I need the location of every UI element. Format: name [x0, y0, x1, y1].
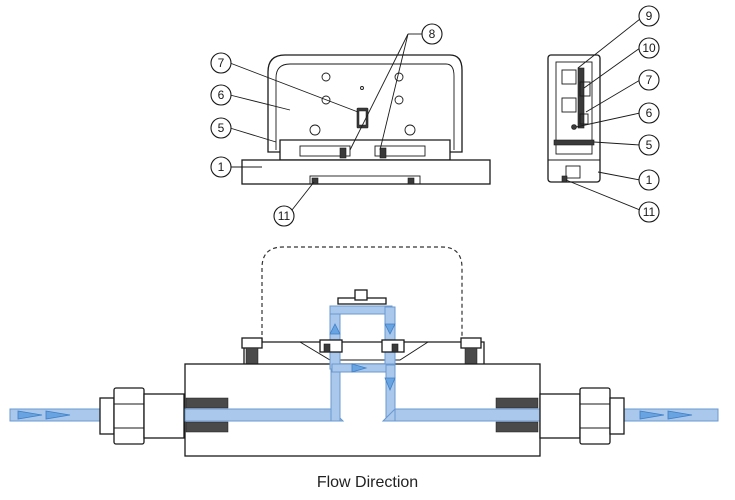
- side-view: [547, 54, 601, 183]
- callout-11: 11: [278, 209, 291, 223]
- side-callouts: 9 10 7 6 5 1 11: [565, 5, 660, 223]
- callout-5-side: 5: [646, 138, 653, 152]
- callout-9: 9: [646, 9, 653, 23]
- callout-6-side: 6: [646, 106, 653, 120]
- callout-8: 8: [429, 27, 436, 41]
- diagram-caption: Flow Direction: [316, 474, 419, 491]
- callout-11-side: 11: [643, 205, 656, 219]
- cross-section: [9, 246, 719, 457]
- callout-1: 1: [218, 160, 225, 174]
- callout-10: 10: [642, 41, 656, 55]
- callout-7: 7: [218, 56, 225, 70]
- front-callouts: 1 5 6 7 8 11: [210, 23, 443, 227]
- callout-7-side: 7: [646, 73, 653, 87]
- left-fitting: [99, 387, 229, 445]
- right-fitting: [495, 387, 625, 445]
- callout-1-side: 1: [646, 173, 653, 187]
- callout-5: 5: [218, 121, 225, 135]
- callout-6: 6: [218, 88, 225, 102]
- flow-arrows: [17, 323, 693, 420]
- front-view: [241, 54, 491, 185]
